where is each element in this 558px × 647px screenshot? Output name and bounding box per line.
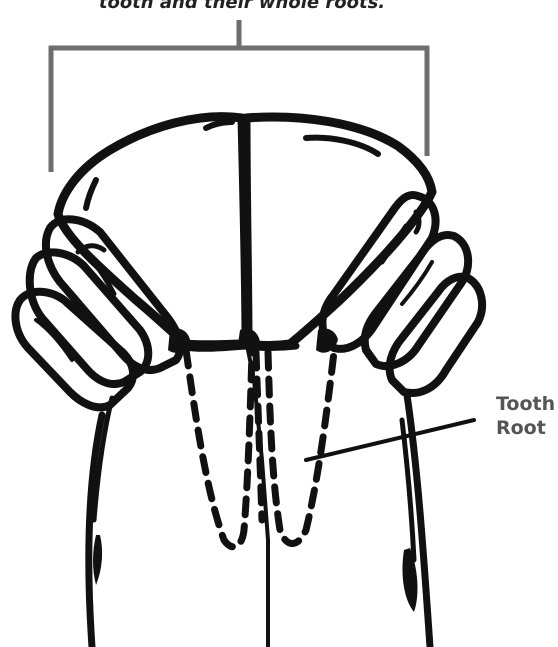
right-central-incisor [246, 117, 432, 345]
tooth-root-label: Tooth Root [496, 393, 558, 439]
tooth-root-label-line1: Tooth [496, 393, 555, 415]
tooth-roots [186, 350, 334, 547]
left-ink-blob [93, 535, 102, 585]
root-leader-line [306, 420, 474, 460]
left-outer-contour [89, 398, 112, 647]
tooth-root-label-line2: Root [496, 417, 546, 439]
top-caption: tooth and their whole roots. [99, 0, 385, 13]
far-right-tooth-lower [390, 277, 482, 393]
